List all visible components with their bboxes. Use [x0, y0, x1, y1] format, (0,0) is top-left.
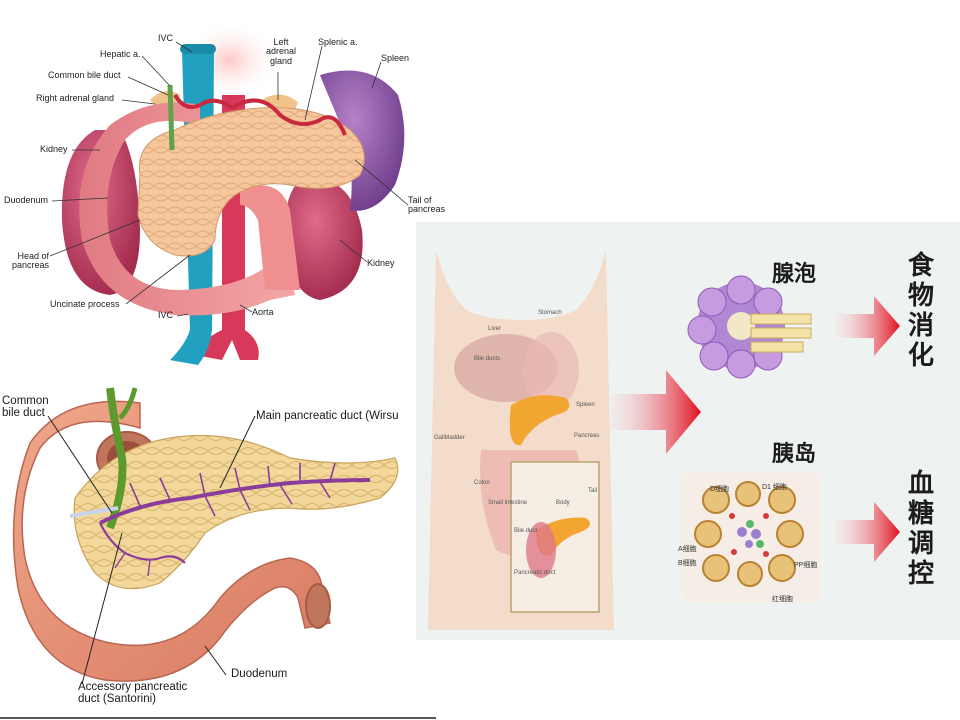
islet-label: 胰岛	[772, 442, 817, 467]
label-duodenum-b: Duodenum	[231, 668, 288, 680]
label-tail-of-pancreas: Tail of pancreas	[408, 195, 446, 215]
label-gallbladder: Gallbladder	[434, 435, 465, 441]
label-common-bile-duct: Common bile duct	[48, 70, 121, 80]
label-left-adrenal-gland: Left adrenal gland	[266, 37, 297, 66]
label-body: Body	[556, 500, 570, 506]
panel-a-leader-lines	[49, 41, 409, 317]
kidney-right-shape	[284, 178, 363, 300]
label-pancreatic-duct-c: Pancreatic duct	[514, 570, 556, 576]
label-duodenum: Duodenum	[4, 195, 49, 205]
duodenum-shape	[79, 102, 295, 316]
splenic-artery-shape	[230, 98, 347, 136]
duodenum-b-end	[305, 583, 331, 629]
label-ivc-top: IVC	[158, 33, 174, 43]
label-common-bile-duct-b: Common bile duct	[2, 395, 49, 420]
cell-label-red: 红细胞	[772, 596, 793, 603]
label-uncinate-process: Uncinate process	[50, 299, 120, 309]
main-pancreatic-duct-shape	[99, 462, 371, 577]
label-spleen: Spleen	[381, 53, 410, 63]
label-bile-ducts: Bile ducts	[474, 356, 501, 362]
cell-label-a: A细胞	[678, 546, 697, 553]
arrow-to-blood-sugar	[836, 502, 900, 562]
duodenum-b-shape	[12, 400, 331, 682]
pancreatic-duct-panel: Common bile duct Main pancreatic duct (W…	[0, 387, 436, 720]
pancreas-anatomy-illustration	[49, 20, 409, 365]
acinus-illustration	[687, 275, 812, 379]
cell-label-d1: D1 细胞	[762, 484, 787, 491]
pancreatic-duct-illustration	[0, 387, 436, 719]
cell-label-b: B细胞	[678, 560, 697, 567]
label-splenic-artery: Splenic a.	[318, 37, 358, 47]
bile-duct-green	[106, 387, 127, 530]
label-colon: Colon	[474, 480, 490, 486]
label-head-of-pancreas: Head of pancreas	[12, 251, 50, 271]
label-stomach: Stomach	[538, 310, 562, 316]
label-ivc-bottom: IVC	[158, 310, 174, 320]
acinus-label: 腺泡	[772, 262, 817, 287]
jejunum-shape	[240, 185, 300, 290]
label-liver: Liver	[488, 326, 502, 332]
cell-label-pp: PP细胞	[794, 562, 818, 569]
pancreas-b-shape	[73, 434, 399, 590]
function-blood-sugar-label: 血糖调控	[908, 469, 935, 589]
common-bile-duct-shape	[167, 84, 175, 151]
arrow-to-digestion	[836, 296, 900, 356]
ivc-top-cap	[180, 44, 216, 54]
label-right-adrenal-gland: Right adrenal gland	[36, 93, 115, 103]
panel-b-leader-lines	[47, 415, 256, 685]
pancreas-anatomy-panel: IVC Hepatic a. Common bile duct Right ad…	[0, 0, 470, 380]
spleen-shape	[320, 70, 405, 211]
label-bile-duct-c: Bile duct	[514, 528, 538, 534]
hepatic-artery-shape	[173, 93, 234, 110]
pancreas-function-panel: Liver Stomach Bile ducts Spleen Gallblad…	[416, 222, 960, 640]
label-spleen-c: Spleen	[576, 402, 595, 408]
label-main-pancreatic-duct: Main pancreatic duct (Wirsu	[256, 410, 399, 422]
label-hepatic-artery: Hepatic a.	[100, 49, 141, 59]
stomach-shape	[523, 332, 579, 408]
label-small-intestine: Small intestine	[488, 500, 528, 506]
body-illustration: Liver Stomach Bile ducts Spleen Gallblad…	[426, 250, 616, 630]
label-accessory-pancreatic-duct: Accessory pancreatic duct (Santorini)	[78, 681, 188, 706]
label-tail: Tail	[588, 488, 598, 494]
islet-illustration	[682, 472, 820, 602]
cell-label-d: D细胞	[710, 486, 730, 493]
pancreas-c-shape	[509, 395, 570, 446]
label-pancreas-c: Pancreas	[574, 433, 600, 439]
label-kidney-left: Kidney	[40, 144, 68, 154]
function-digestion-label: 食物消化	[908, 251, 935, 371]
inset-duodenum	[526, 522, 556, 578]
label-kidney-right: Kidney	[367, 258, 395, 268]
label-aorta: Aorta	[252, 307, 274, 317]
pancreas-shape	[137, 107, 365, 257]
